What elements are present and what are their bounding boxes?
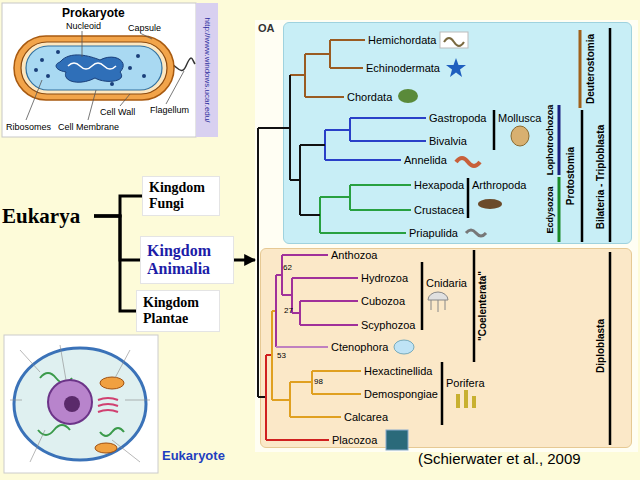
taxon-label: Hexapoda	[414, 180, 464, 191]
ribosome-dots	[34, 50, 146, 86]
tree-branch	[272, 311, 361, 417]
tree-connector	[234, 259, 255, 262]
url-strip	[196, 3, 218, 137]
leader-lines	[10, 345, 150, 462]
group-bracket	[558, 105, 561, 175]
animal-icon	[458, 390, 474, 408]
part-label: Capsule	[128, 24, 161, 33]
domain-name: Eukarya	[2, 204, 80, 229]
group-label: "Coelenterata"	[478, 271, 488, 341]
group-bracket	[558, 177, 561, 242]
kingdom-name: Kingdom Plantae	[143, 295, 213, 327]
taxon-label: Ctenophora	[331, 342, 389, 353]
taxon-label: Calcarea	[344, 412, 388, 423]
clade-label: Ecdysozoa	[546, 186, 555, 233]
part-label: Flagellum	[150, 106, 189, 115]
nucleoid-drawing	[56, 55, 123, 82]
mitochondrion-drawing	[95, 443, 117, 453]
animal-icon	[466, 230, 486, 236]
group-bracket	[579, 30, 582, 108]
golgi-drawing	[98, 398, 118, 412]
taxon-label: Hexactinellida	[364, 366, 432, 377]
taxon-label: Crustacea	[414, 205, 464, 216]
tree-branch	[258, 75, 325, 397]
eukaryote-panel	[4, 335, 158, 473]
prokaryote-panel	[2, 3, 196, 137]
animal-icon	[446, 58, 466, 77]
taxon-label: Demospongiae	[364, 389, 438, 400]
clade-label: Deuterostomia	[586, 34, 596, 104]
cell-title: Prokaryote	[62, 7, 125, 19]
animal-icon	[428, 292, 448, 312]
support-value: 27	[284, 307, 293, 315]
part-label: Cell Membrane	[58, 123, 119, 132]
root-label: Eukarya	[2, 200, 94, 232]
kingdom-box: Kingdom Plantae	[136, 290, 220, 332]
tree-connector	[94, 216, 140, 260]
tree-connector	[94, 216, 136, 311]
animal-icon	[386, 430, 408, 450]
clade-label: Lophotrochozoa	[546, 105, 555, 176]
group-label: Arthropoda	[472, 180, 526, 191]
part-label: Cell Wall	[100, 108, 135, 117]
taxon-label: Hemichordata	[368, 35, 436, 46]
panel-heading: OA	[258, 22, 275, 34]
kingdom-name: Kingdom Animalia	[147, 242, 227, 279]
animal-icon	[398, 89, 418, 103]
cell-title: Eukaryote	[162, 449, 225, 462]
support-value: 98	[314, 378, 323, 386]
animal-icon	[444, 38, 464, 46]
url-watermark: http://www.windows.ucar.edu/	[203, 18, 211, 123]
nucleolus-drawing	[64, 396, 80, 412]
taxon-label: Annelida	[404, 155, 447, 166]
animal-icon	[478, 199, 502, 209]
support-value: 62	[283, 264, 292, 272]
er-drawing	[38, 373, 124, 436]
tree-connector	[94, 196, 142, 216]
clade-name: Diploblasta	[596, 319, 606, 373]
taxon-label: Chordata	[347, 92, 392, 103]
cell-wall-drawing	[21, 42, 167, 94]
taxon-label: Bivalvia	[429, 136, 467, 147]
support-value: 53	[277, 352, 286, 360]
part-label: Ribosomes	[6, 123, 51, 132]
kingdom-name: Kingdom Fungi	[149, 180, 213, 212]
group-label: Mollusca	[498, 113, 541, 124]
group-label: Porifera	[446, 378, 485, 389]
taxon-label: Scyphozoa	[361, 320, 415, 331]
nucleus-drawing	[48, 380, 92, 424]
taxon-label: Gastropoda	[429, 113, 486, 124]
citation-caption: (Schierwater et al., 2009	[418, 450, 581, 467]
taxon-label: Priapulida	[409, 228, 458, 239]
clade-name: Bilateria - Triploblasta	[596, 125, 606, 229]
animal-icon	[440, 32, 468, 48]
tree-branch	[290, 40, 365, 97]
animal-icon	[511, 126, 529, 146]
animal-icon	[394, 340, 414, 354]
mitochondrion-drawing	[100, 377, 124, 389]
tree-branch	[276, 255, 358, 347]
dna-strand	[68, 63, 116, 69]
taxon-label: Cubozoa	[361, 296, 405, 307]
taxon-label: Hydrozoa	[361, 273, 408, 284]
cell-membrane-drawing	[26, 46, 162, 90]
kingdom-box: Kingdom Fungi	[142, 176, 220, 216]
group-label: Cnidaria	[426, 278, 467, 289]
clade-label: Protostomia	[566, 147, 576, 205]
taxon-label: Anthozoa	[331, 250, 377, 261]
kingdom-box: Kingdom Animalia	[140, 236, 234, 284]
tree-branch	[320, 185, 411, 233]
part-label: Nucleoid	[66, 22, 101, 31]
tree-branch	[266, 355, 329, 440]
tree-branch	[276, 346, 328, 348]
taxon-label: Placozoa	[332, 435, 377, 446]
taxon-label: Echinodermata	[366, 63, 440, 74]
animal-icon	[456, 158, 480, 166]
